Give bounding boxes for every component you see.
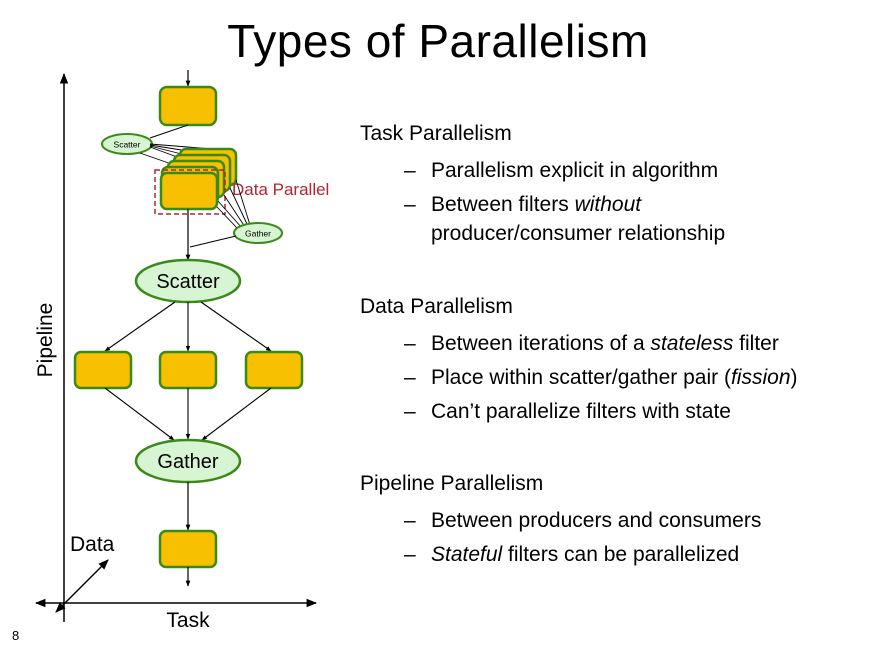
bullet-text-part: Can’t parallelize filters with state	[431, 400, 731, 423]
filter-bottom	[158, 529, 218, 569]
bullet-text-part: Between filters	[431, 193, 575, 216]
bullet-text: Parallelism explicit in algorithm	[431, 158, 718, 184]
bullet-dash: –	[404, 543, 416, 566]
scatter-label: Scatter	[156, 271, 220, 293]
filter-left	[73, 350, 133, 390]
fan-in-line	[216, 206, 239, 230]
bullet-dash: –	[404, 193, 416, 216]
bullet-text: Between filters without	[431, 192, 641, 218]
stacked-filter-front	[159, 171, 219, 211]
pipeline-axis-label: Pipeline	[34, 303, 57, 378]
gather-label: Gather	[157, 451, 218, 473]
italic-text: stateless	[650, 332, 734, 355]
edge-small-gather-to-main	[189, 235, 237, 248]
bullet-text: Place within scatter/gather pair (fissio…	[431, 365, 798, 391]
italic-text: fission	[730, 366, 791, 389]
bullet-dash: –	[404, 400, 416, 423]
bullet-text-part: producer/consumer relationship	[431, 222, 726, 245]
bullet-dash: –	[404, 366, 416, 389]
bullet-text: Between iterations of a stateless filter	[431, 331, 779, 357]
bullet-text-part: Between producers and consumers	[431, 509, 762, 532]
fan-in-line	[235, 179, 251, 226]
edge-top-to-small-scatter	[149, 124, 189, 139]
bullet-text-part: filters can be parallelized	[502, 543, 740, 566]
data-parallel-label: Data Parallel	[232, 180, 329, 199]
section-heading: Task Parallelism	[360, 122, 512, 145]
fan-in-line	[223, 194, 246, 228]
data-axis	[55, 559, 109, 613]
bullet-text: Stateful filters can be parallelized	[431, 542, 739, 568]
fan-in-line	[229, 187, 249, 227]
bullet-text-part: Place within scatter/gather pair (	[431, 366, 731, 389]
small-scatter-label: Scatter	[114, 140, 141, 150]
data-parallel-box	[154, 169, 226, 215]
edge-scatter-left	[104, 301, 176, 352]
italic-text: Stateful	[431, 543, 503, 566]
italic-text: without	[574, 193, 642, 216]
bullet-text-part: Parallelism explicit in algorithm	[431, 159, 719, 182]
bullet-dash: –	[404, 159, 416, 182]
bullet-text: Between producers and consumers	[431, 508, 761, 534]
bullet-text-part: Between iterations of a	[431, 332, 651, 355]
bullet-text-part: filter	[733, 332, 779, 355]
bullet-text: Can’t parallelize filters with state	[431, 399, 731, 425]
fan-in-line	[217, 200, 243, 229]
bullet-text: producer/consumer relationship	[431, 221, 725, 247]
section-heading: Data Parallelism	[360, 295, 513, 318]
slide-title: Types of Parallelism	[227, 15, 649, 67]
page-number: 8	[12, 628, 20, 643]
small-gather-label: Gather	[245, 229, 271, 239]
edge-scatter-right	[200, 301, 272, 352]
data-axis-label: Data	[70, 533, 115, 556]
edge-right-gather	[201, 387, 272, 441]
bullet-text-part: )	[790, 366, 798, 389]
edge-left-gather	[104, 387, 175, 441]
filter-middle	[158, 350, 218, 390]
task-axis-label: Task	[166, 609, 210, 632]
filter-right	[244, 350, 304, 390]
small-gather-node	[233, 222, 283, 244]
bullet-dash: –	[404, 509, 416, 532]
section-heading: Pipeline Parallelism	[360, 472, 544, 495]
bullet-dash: –	[404, 332, 416, 355]
filter-top	[158, 85, 218, 127]
